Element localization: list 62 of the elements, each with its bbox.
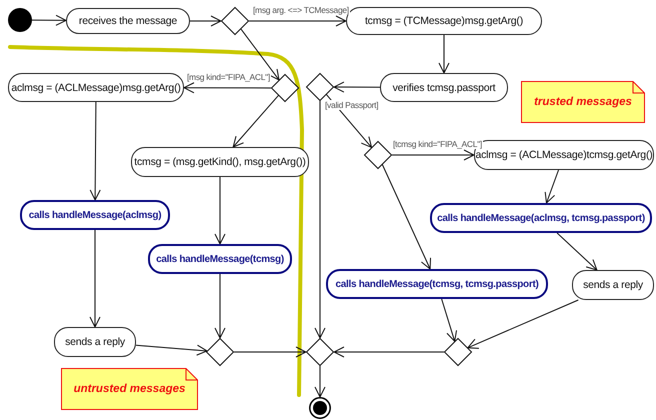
decision-diamond: [206, 338, 234, 366]
arrow: [544, 170, 560, 204]
decision-diamond: [221, 7, 249, 35]
action-box: [572, 270, 654, 300]
arrow: [314, 366, 326, 398]
decision-diamond: [306, 338, 334, 366]
decision-diamond: [364, 141, 392, 169]
action-label: aclmsg = (ACLMessage)msg.getArg(): [11, 82, 181, 94]
decision-diamond: [306, 73, 334, 101]
arrow: [248, 16, 346, 26]
action-box: [380, 73, 508, 102]
decision-diamond: [271, 74, 299, 102]
arrow: [556, 232, 598, 270]
action-box: [131, 147, 309, 177]
arrow: [214, 274, 226, 338]
arrow: [467, 300, 579, 349]
action-label: receives the message: [78, 15, 178, 27]
end-node: [309, 397, 331, 419]
arrow: [232, 94, 279, 148]
arrow: [234, 346, 306, 358]
arrow: [334, 346, 444, 358]
arrow: [136, 344, 208, 356]
arrow: [90, 230, 100, 328]
call-action-box: [326, 269, 548, 299]
arrow: [190, 16, 222, 26]
decision-diamond: [444, 338, 472, 366]
action-label: calls handleMessage(aclmsg, tcmsg.passport): [437, 212, 645, 224]
arrow: [32, 14, 66, 26]
action-box: [66, 8, 190, 34]
arrow: [90, 102, 101, 200]
arrow: [333, 82, 380, 93]
action-label: tcmsg = (TCMessage)msg.getArg(): [364, 15, 524, 27]
note: [521, 81, 645, 123]
action-label: calls handleMessage(tcmsg): [156, 254, 284, 264]
note-text: untrusted messages: [74, 383, 186, 395]
arrow: [382, 164, 432, 270]
arrow: [214, 176, 226, 244]
note: [61, 368, 198, 410]
call-action-box: [148, 244, 292, 274]
action-label: sends a reply: [583, 279, 643, 291]
edge-label: [valid Passport]: [324, 100, 380, 110]
action-label: tcmsg = (msg.getKind(), msg.getArg()): [134, 156, 306, 168]
arrow: [314, 100, 326, 338]
start-node: [8, 8, 32, 32]
edge-label: [msg kind="FIPA_ACL"]: [186, 72, 271, 82]
arrow: [240, 28, 280, 80]
arrow: [441, 298, 458, 342]
call-action-box: [20, 200, 170, 230]
action-label: aclmsg = (ACLMessage)tcmsg.getArg(): [475, 149, 653, 161]
edge-label: [msg arg. <=> TCMessage]: [252, 5, 350, 15]
arrow: [392, 150, 474, 160]
action-label: calls handleMessage(tcmsg, tcmsg.passport): [335, 278, 539, 290]
action-label: calls handleMessage(aclmsg): [28, 210, 162, 220]
action-label: verifies tcmsg.passport: [392, 82, 496, 94]
arrow: [184, 82, 272, 94]
action-box: [54, 327, 136, 357]
call-action-box: [430, 203, 652, 233]
edge-label: [tcmsg kind="FIPA_ACL"]: [392, 139, 483, 149]
note-text: trusted messages: [534, 96, 632, 108]
arrow: [438, 34, 450, 74]
action-box: [8, 73, 184, 102]
action-label: sends a reply: [65, 336, 125, 348]
